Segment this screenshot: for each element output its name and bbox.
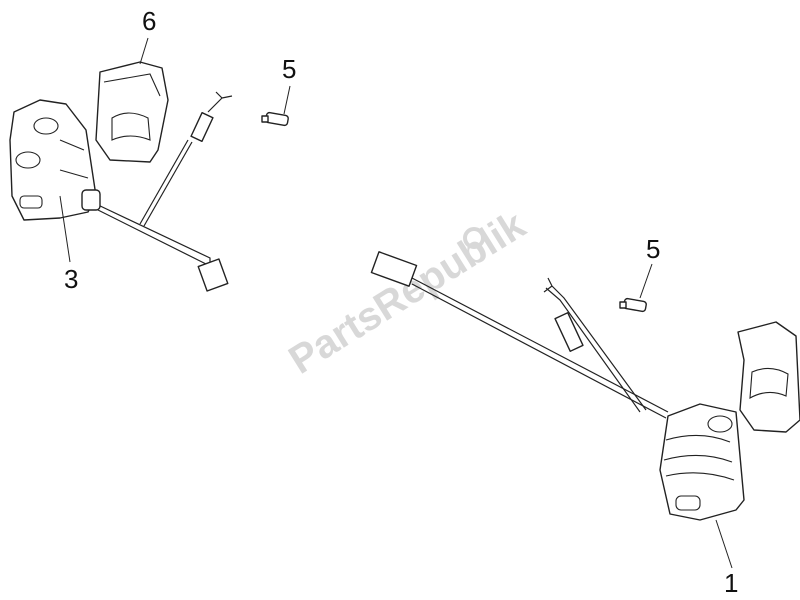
part-1-switch-housing xyxy=(659,403,745,521)
leader-6 xyxy=(139,37,149,65)
svg-text:PartsRepublik: PartsRepublik xyxy=(281,202,533,382)
callout-5-upper: 5 xyxy=(282,54,296,84)
leader-5b xyxy=(639,263,653,299)
callout-1: 1 xyxy=(724,568,738,598)
part-5-bulb-lower xyxy=(619,297,647,313)
callout-5-lower: 5 xyxy=(646,234,660,264)
part-5-bulb-upper xyxy=(261,111,289,127)
callout-6: 6 xyxy=(142,6,156,36)
watermark: PartsRepublik xyxy=(281,202,533,382)
callout-3: 3 xyxy=(64,264,78,294)
part-3-switch-housing xyxy=(9,91,233,292)
leader-1 xyxy=(715,519,733,569)
leader-3 xyxy=(59,195,71,263)
leader-5a xyxy=(283,85,291,115)
watermark-gear-icon xyxy=(463,227,485,249)
right-wiring-harness xyxy=(370,251,669,419)
part-cover-right xyxy=(737,321,800,433)
part-6-cover xyxy=(95,61,169,163)
